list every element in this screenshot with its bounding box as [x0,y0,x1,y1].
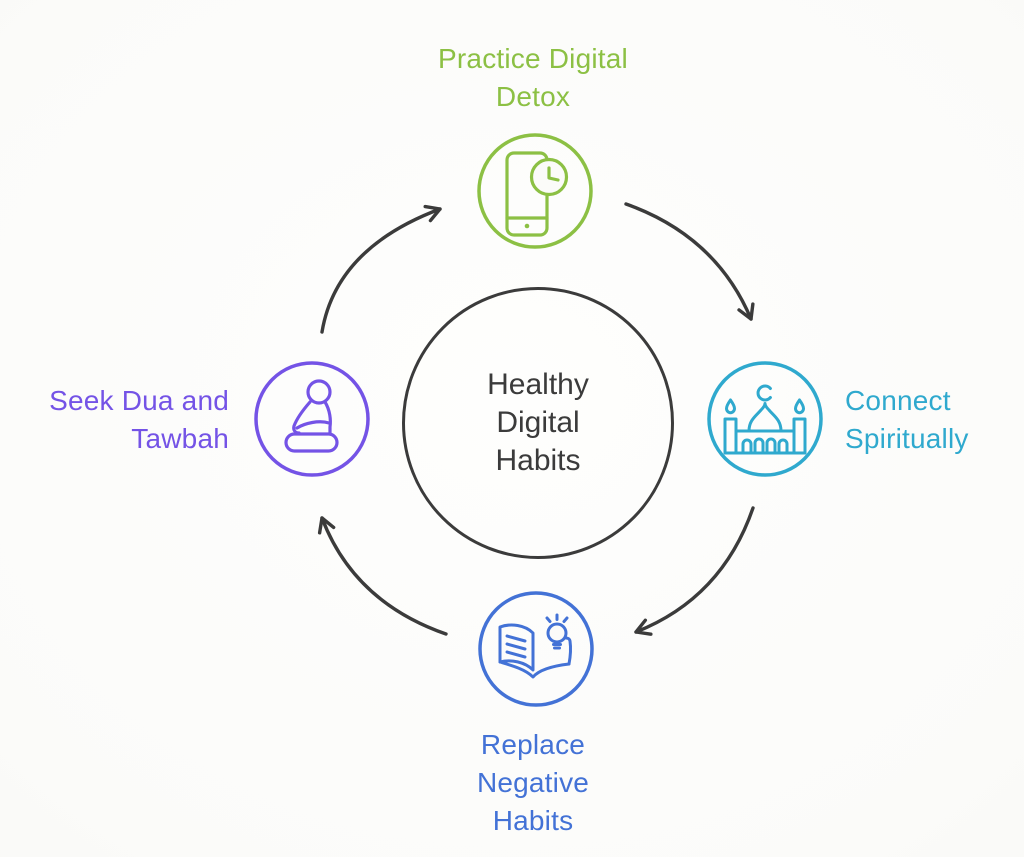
center-title-line: Healthy [487,368,589,401]
book-lightbulb-icon [478,591,594,707]
praying-person-icon [254,361,370,477]
mosque-icon [707,361,823,477]
label-line: Tawbah [131,423,229,454]
arrow-bottom-to-left [317,516,448,636]
label-replace-negative-habits: Replace Negative Habits [477,726,589,840]
label-line: Connect [845,385,951,416]
label-line: Detox [495,81,571,112]
label-line: Seek Dua and [49,385,229,416]
label-line: Spiritually [845,423,969,454]
arrow-top-to-right [624,202,755,321]
label-seek-dua-and-tawbah: Seek Dua and Tawbah [49,382,229,458]
center-title: Healthy Digital Habits [487,366,589,480]
arrow-right-to-bottom [634,506,755,636]
center-title-line: Digital [496,406,580,439]
arrow-left-to-top [320,204,442,334]
label-line: Habits [492,805,574,836]
label-line: Replace [480,729,586,760]
label-line: Practice Digital [438,43,628,74]
label-practice-digital-detox: Practice Digital Detox [438,40,628,116]
phone-clock-icon [477,133,593,249]
center-circle: Healthy Digital Habits [402,287,674,559]
label-line: Negative [476,767,590,798]
center-title-line: Habits [495,444,581,477]
label-connect-spiritually: Connect Spiritually [845,382,969,458]
